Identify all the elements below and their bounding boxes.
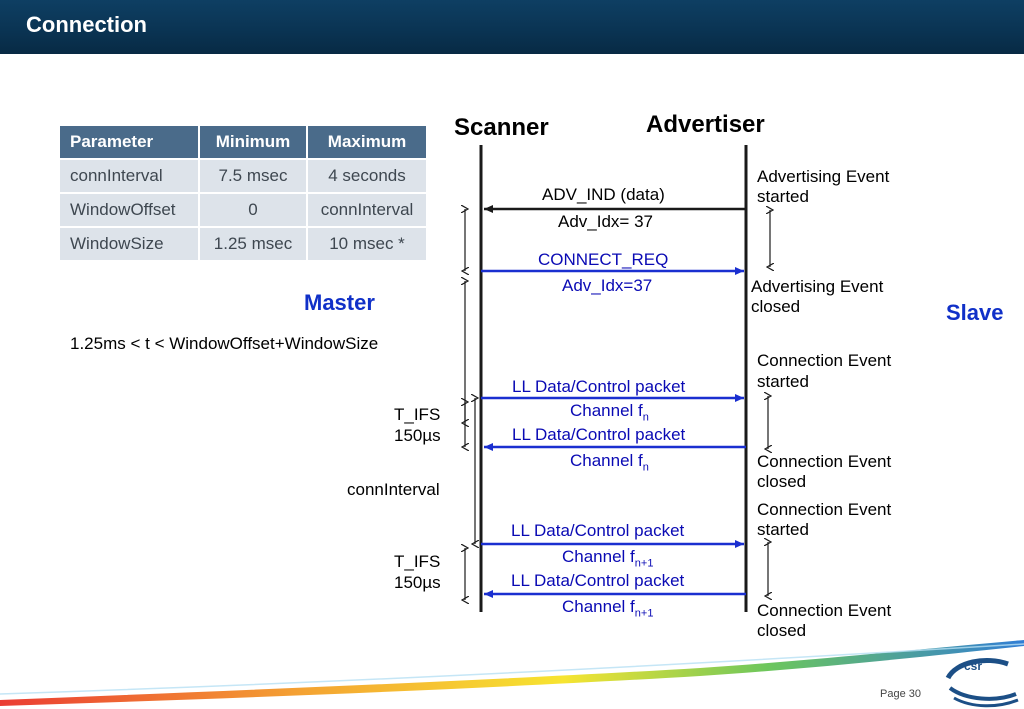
tifs-value: 150µs [394, 573, 441, 592]
tifs-label: T_IFS [394, 552, 441, 571]
column-header-parameter: Parameter [60, 126, 200, 159]
footer-swoosh-light [0, 643, 1024, 695]
logo-text: csr [964, 659, 983, 673]
parameter-table: Parameter Minimum Maximum connInterval 7… [60, 126, 428, 260]
table-cell: 10 msec * [307, 226, 428, 260]
event-label: Advertising Event [757, 167, 890, 186]
event-label: started [757, 372, 809, 391]
table-header-row: Parameter Minimum Maximum [60, 126, 428, 159]
table-row: connInterval 7.5 msec 4 seconds [60, 158, 428, 193]
event-label: Connection Event [757, 500, 892, 519]
page-number: Page 30 [880, 688, 921, 700]
table-cell: 4 seconds [307, 158, 428, 193]
ll-packet-label: LL Data/Control packet [512, 377, 686, 396]
event-label: Connection Event [757, 351, 892, 370]
ll-packet-label: LL Data/Control packet [511, 571, 685, 590]
table-cell: 7.5 msec [199, 158, 308, 193]
adv-idx-label: Adv_Idx=37 [562, 276, 653, 295]
title-bar: Connection [0, 0, 1024, 54]
ll-packet-label: LL Data/Control packet [511, 521, 685, 540]
table-row: WindowSize 1.25 msec 10 msec * [60, 226, 428, 260]
tifs-value: 150µs [394, 426, 441, 445]
event-label: started [757, 187, 809, 206]
csr-logo [945, 658, 1019, 708]
event-label: Connection Event [757, 452, 892, 471]
table-cell: 1.25 msec [199, 226, 308, 260]
event-label: closed [751, 297, 801, 316]
table-row: WindowOffset 0 connInterval [60, 192, 428, 227]
table-cell: connInterval [60, 158, 200, 193]
channel-label: Channel fn+1 [562, 547, 654, 570]
channel-label: Channel fn+1 [562, 597, 654, 620]
conninterval-label: connInterval [347, 480, 440, 499]
scanner-label: Scanner [454, 114, 549, 141]
slave-label: Slave [946, 300, 1004, 325]
footer-swoosh [0, 640, 1024, 706]
table-cell: 0 [199, 192, 308, 227]
event-label: closed [757, 472, 807, 491]
advertiser-label: Advertiser [646, 111, 765, 138]
adv-idx-label: Adv_Idx= 37 [558, 212, 653, 231]
table-cell: WindowSize [60, 226, 200, 260]
table-cell: connInterval [307, 192, 428, 227]
slide-title: Connection [26, 12, 147, 37]
tifs-label: T_IFS [394, 405, 441, 424]
channel-label: Channel fn [570, 401, 649, 424]
channel-label: Channel fn [570, 451, 649, 474]
column-header-minimum: Minimum [199, 126, 308, 159]
master-label: Master [304, 290, 375, 315]
table-cell: WindowOffset [60, 192, 200, 227]
event-label: closed [757, 621, 807, 640]
ll-packet-label: LL Data/Control packet [512, 425, 686, 444]
event-label: Connection Event [757, 601, 892, 620]
window-formula: 1.25ms < t < WindowOffset+WindowSize [70, 334, 379, 353]
connect-req-label: CONNECT_REQ [538, 250, 669, 269]
event-label: Advertising Event [751, 277, 884, 296]
column-header-maximum: Maximum [307, 126, 428, 159]
event-label: started [757, 520, 809, 539]
adv-ind-label: ADV_IND (data) [542, 185, 665, 204]
